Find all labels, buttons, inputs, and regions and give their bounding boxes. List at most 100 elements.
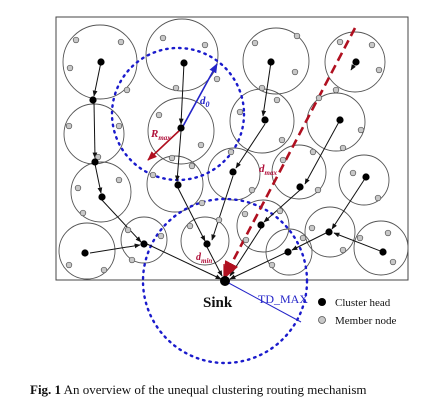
routing-arrow [331,176,367,230]
d0-label: d0 [200,95,210,109]
member-node [65,261,73,269]
legend-member-node-icon [318,316,326,324]
rmax-dotted-circle [110,46,246,182]
cluster-head-node [379,248,387,256]
figure-caption: Fig. 1 An overview of the unequal cluste… [30,382,430,398]
cluster-circle [70,161,132,223]
cluster-circle [146,155,204,213]
routing-arrow [291,232,327,251]
member-node [215,216,223,224]
member-node [336,38,344,46]
routing-arrow [146,243,222,280]
routing-arrow [211,175,234,241]
td-max-label: TD_MAX [258,292,308,306]
routing-arrow [92,61,102,97]
cluster-circles [58,18,409,280]
member-node [258,84,266,92]
member-node [115,176,123,184]
member-node [374,194,382,202]
member-node [314,186,322,194]
member-node [276,207,284,215]
routing-arrow [206,246,223,277]
member-node [357,126,365,134]
d0-arrow [181,63,218,129]
cluster-circle [180,216,230,266]
member-node [155,111,163,119]
cluster-head-node [229,168,237,176]
cluster-circle [58,222,116,280]
member-node [201,41,209,49]
caption-text: An overview of the unequal clustering ro… [63,382,367,397]
routing-arrow [235,123,266,169]
cluster-head-node [296,183,304,191]
cluster-head-node [180,59,188,67]
clustering-diagram: Sink TD_MAX d0 Rmax dmax dmin Cluster he… [55,16,409,365]
cluster-circle [147,97,215,165]
member-nodes [65,32,397,274]
routing-arrow [178,62,185,125]
member-node [79,209,87,217]
cluster-head-node [261,116,269,124]
dmin-label: dmin [196,252,212,265]
cluster-circle [145,18,219,92]
member-node [186,222,194,230]
member-node [339,144,347,152]
cluster-circle [353,220,409,276]
rmax-arrow [147,128,182,161]
cluster-circle [120,216,168,264]
member-node [236,108,244,116]
routing-arrow [304,119,341,185]
routing-arrow [175,130,182,182]
cluster-head-node [97,58,105,66]
sink-node [220,276,230,286]
network-area-frame [55,16,409,281]
member-node [115,122,123,130]
cluster-head-node [89,96,97,104]
cluster-head-node [336,116,344,124]
member-node [100,266,108,274]
sink-label: Sink [203,295,233,311]
member-node [248,186,256,194]
member-node [65,122,73,130]
td-max-radius-line [224,280,302,323]
member-node [339,246,347,254]
member-node [198,199,206,207]
cluster-circle [304,206,356,258]
member-node [124,226,132,234]
member-node [278,136,286,144]
member-node [128,256,136,264]
member-node [227,148,235,156]
routing-arrow [261,61,272,117]
member-node [273,96,281,104]
routing-arrows [89,61,384,280]
member-node [368,41,376,49]
cluster-head-node [81,249,89,257]
cluster-circle [338,154,390,206]
routing-arrow [229,227,262,277]
member-node [72,36,80,44]
cluster-head-node [352,58,360,66]
member-node [309,148,317,156]
routing-arrow [263,189,301,223]
member-node [213,75,221,83]
rmax-label: Rmax [150,128,171,142]
member-node [117,38,125,46]
member-node [308,224,316,232]
cluster-head-node [203,240,211,248]
member-node [188,162,196,170]
member-node [159,34,167,42]
member-node [241,210,249,218]
caption-figure-label: Fig. 1 [30,382,62,397]
member-node [94,153,102,161]
cluster-head-node [98,193,106,201]
member-node [315,94,323,102]
cluster-circle [265,228,313,276]
member-node [293,32,301,40]
cluster-head-node [325,228,333,236]
cluster-head-node [177,124,185,132]
legend-member-node-label: Member node [335,315,397,327]
routing-arrow [229,252,286,280]
cluster-head-node [257,221,265,229]
legend-cluster-head-icon [318,298,326,306]
member-node [389,258,397,266]
